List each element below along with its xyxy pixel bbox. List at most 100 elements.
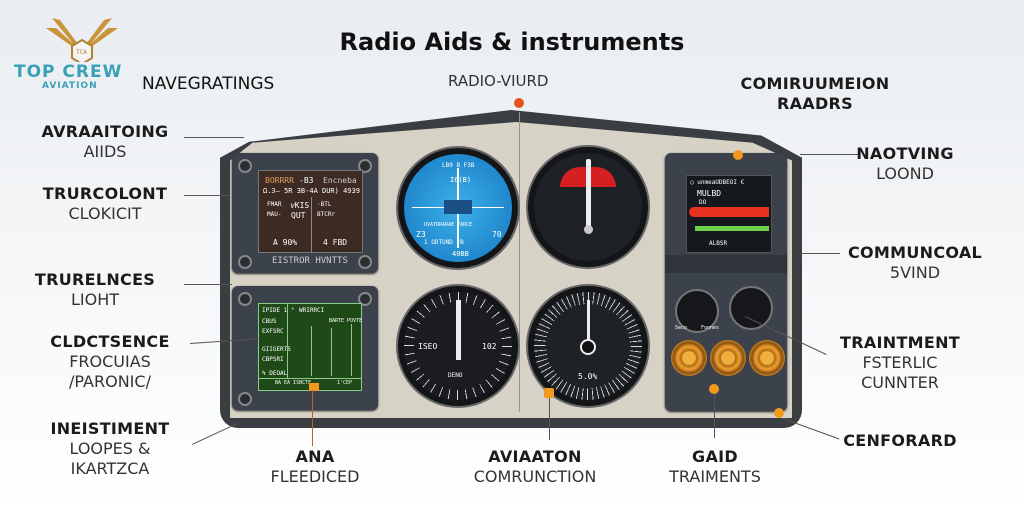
right_labels-3-l1: CENFORARD xyxy=(843,431,957,450)
panel-blue_gauge-t3: UVATRRARAE YARCE xyxy=(424,222,473,228)
top_labels-comm-l1: COMIRUUMEION xyxy=(740,74,890,93)
panel-gauge3-left: ISEO xyxy=(418,342,438,351)
control-knob[interactable] xyxy=(671,340,707,376)
panel-right_screen-t2: MULBD xyxy=(697,189,722,198)
left_labels-1-l1: TRURCOLONT xyxy=(42,184,168,203)
panel-green_screen-foot2: 1'CEP xyxy=(337,380,353,386)
bottom_labels-0-l1: ANA xyxy=(295,447,335,466)
screw-icon xyxy=(238,159,252,173)
bottom_labels-1-l1: AVIAATON xyxy=(488,447,582,466)
screw-icon xyxy=(238,292,252,306)
right_labels-1-l1: COMMUNCOAL xyxy=(847,243,983,262)
right_labels-2-l3: CUNNTER xyxy=(861,373,939,392)
leader-line xyxy=(800,154,860,155)
panel-gauge4-readout: 5.0% xyxy=(578,372,598,381)
indicator-led xyxy=(309,383,319,391)
vertical-speed-indicator: 5.0% xyxy=(528,286,648,406)
page-title: Radio Aids & instruments xyxy=(339,28,685,56)
panel-green_screen-r4: CBPSRI xyxy=(262,356,284,363)
panel-brown_screen-c4: QUT xyxy=(291,211,306,220)
knob-dial[interactable] xyxy=(729,286,773,330)
leader-line xyxy=(184,195,230,196)
radar-screen: ◯ unmeaUDBEOI € MULBD DO ALBSR xyxy=(686,175,772,253)
gauge-needle xyxy=(586,159,591,229)
left_labels-3-l3: /PARONIC/ xyxy=(69,372,151,391)
leader-line xyxy=(184,137,244,138)
panel-gauge3-bottom: DENO xyxy=(448,372,463,379)
unit-caption: EISTROR HVNTTS xyxy=(272,256,348,266)
knob-dial[interactable] xyxy=(675,289,719,333)
control-knob[interactable] xyxy=(710,340,746,376)
logo-sub: AVIATION xyxy=(42,81,98,91)
leader-line xyxy=(192,422,238,445)
panel-green_screen-h2: WRIRRCI xyxy=(299,307,325,314)
panel-blue_gauge-t1: LB9 B F3B xyxy=(442,162,475,169)
right_labels-2-l1: TRAINTMENT xyxy=(839,333,961,352)
leader-line xyxy=(714,394,715,438)
indicator-led xyxy=(774,408,784,418)
indicator-led xyxy=(544,388,554,398)
panel-right_screen-t4: ALBSR xyxy=(709,240,728,247)
panel-green_screen-r5: Ϟ DEOAL xyxy=(262,370,288,377)
brown-screen: BORRRR -B3 Encneba Ω.Ͽ— 5R 3B-4A DUR) 49… xyxy=(258,170,363,253)
label-radio: RADIO-VIURD xyxy=(448,72,549,90)
wings-logo-icon xyxy=(46,18,118,62)
indicator-led xyxy=(709,384,719,394)
bottom_labels-0-l2: FLEEDICED xyxy=(270,467,360,486)
panel-blue_gauge-t5: 70 xyxy=(492,230,502,239)
panel-brown_screen-c3: 𝑣KIS xyxy=(291,201,310,210)
panel-right_screen-t3: DO xyxy=(699,199,707,206)
comm-radio-unit: ◯ unmeaUDBEOI € MULBD DO ALBSR Seco Fonn… xyxy=(665,153,787,411)
gauge-needle xyxy=(456,300,461,360)
panel-blue_gauge-t6: 1 ODTUND ᴴB xyxy=(424,239,464,246)
left_labels-4-l3: IKARTZCA xyxy=(70,459,150,478)
logo: TCA TOP CREW AVIATION xyxy=(12,14,137,94)
panel-divider xyxy=(519,112,520,412)
leader-line xyxy=(184,284,232,285)
screw-icon xyxy=(238,392,252,406)
left_labels-2-l1: TRURELNCES xyxy=(34,270,156,289)
left_labels-0-l1: AVRAAITOING xyxy=(41,122,169,141)
left_labels-0-l2: AIIDS xyxy=(83,142,127,161)
panel-green_screen-r2: EXFSRC xyxy=(262,328,284,335)
bottom_labels-1-l2: COMRUNCTION xyxy=(473,467,597,486)
panel-brown_screen-c2: MAU- xyxy=(267,211,282,218)
control-knob[interactable] xyxy=(749,340,785,376)
attitude-indicator: LB9 B F3B I6(B) UVATRRARAE YARCE Z3 70 1… xyxy=(398,148,518,268)
bottom_labels-2-l2: TRAIMENTS xyxy=(669,467,761,486)
panel-brown_screen-b2: 4 FBD xyxy=(323,238,348,247)
right_labels-0-l2: LOOND xyxy=(876,164,934,183)
panel-knob_labels-b: Fonnes xyxy=(701,325,720,331)
screw-icon xyxy=(238,255,252,269)
label-nav: NAVEGRATINGS xyxy=(142,74,275,94)
screw-icon xyxy=(358,255,372,269)
panel-green_screen-r1: CBUS xyxy=(262,318,277,325)
left_labels-3-l1: CLDCTSENCE xyxy=(50,332,170,351)
leader-line xyxy=(312,390,313,446)
indicator-led xyxy=(733,150,743,160)
top_labels-comm-l2: RAADRS xyxy=(776,94,853,113)
panel-brown_screen-r2: Ω.Ͽ— 5R 3B-4A DUR) 4939 xyxy=(263,187,360,195)
left_labels-4-l2: LOOPES & xyxy=(69,439,151,458)
nav-display-unit: BORRRR -B3 Encneba Ω.Ͽ— 5R 3B-4A DUR) 49… xyxy=(232,153,378,273)
panel-blue_gauge-t2: I6(B) xyxy=(450,176,472,184)
panel-green_screen-h1: IPIDE 1 ° xyxy=(262,307,295,314)
panel-right_screen-t1: ◯ unmeaUDBEOI € xyxy=(690,179,745,186)
label-right-4: CENFORARD xyxy=(835,431,965,451)
right_labels-0-l1: NAOTVING xyxy=(856,144,954,163)
green-screen: IPIDE 1 ° WRIRRCI CBUS EXFSRC GIIGERTS C… xyxy=(258,303,362,391)
left_labels-1-l2: CLOKICIT xyxy=(68,204,142,223)
logo-emblem: TCA xyxy=(76,49,87,56)
panel-brown_screen-r1a: BORRRR xyxy=(265,176,294,185)
left_labels-2-l2: LIOHT xyxy=(70,290,120,309)
left_labels-3-l2: FROCUIAS xyxy=(69,352,151,371)
leader-line xyxy=(800,253,840,254)
